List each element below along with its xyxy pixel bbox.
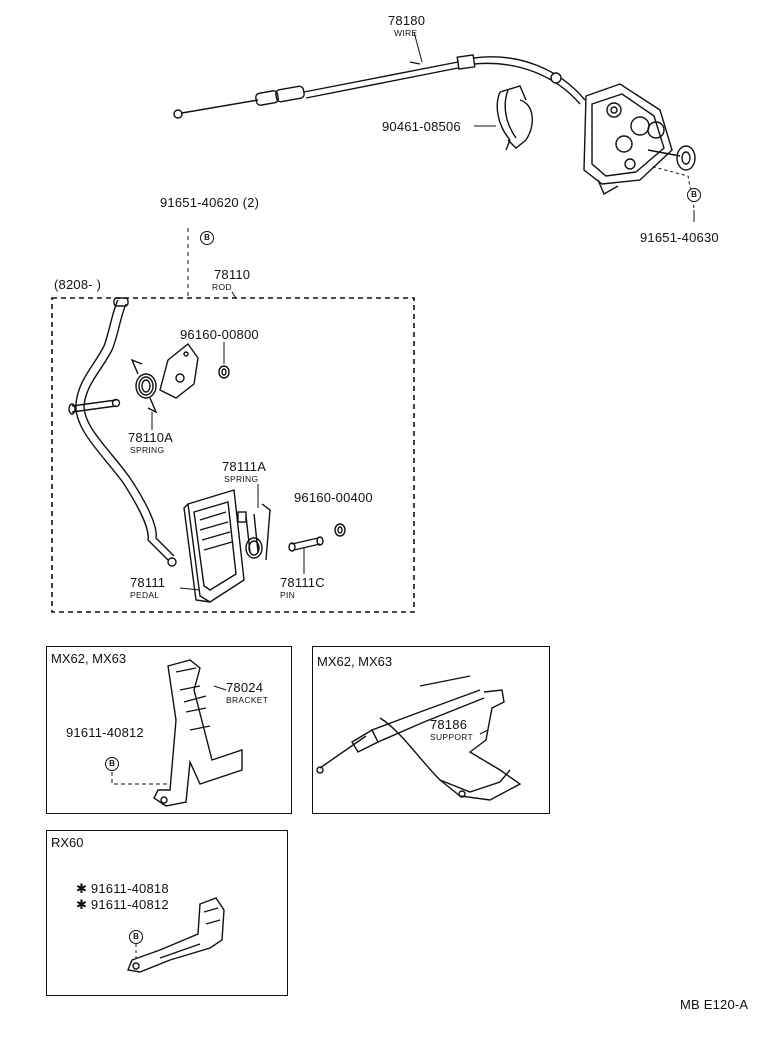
spring-b-part-number: 78111A (222, 459, 267, 474)
support-part-number: 78186 (430, 717, 468, 732)
inset-rx60-title: RX60 (51, 835, 84, 850)
ring-upper-part-number: 96160-00800 (180, 327, 259, 342)
serial-range-label: (8208- ) (54, 277, 102, 292)
ring-lower-part-number: 96160-00400 (294, 490, 373, 505)
accelerator-rod (75, 297, 177, 567)
bolt-marker-icon: B (200, 231, 214, 245)
inset-support-title: MX62, MX63 (317, 654, 393, 669)
spring-78110a (130, 358, 158, 414)
nut-top-part-number: 91651-40620 (2) (160, 195, 260, 210)
pedal-plate (159, 342, 199, 399)
bracket-part-number: 78024 (226, 680, 264, 695)
accelerator-pedal (183, 489, 245, 603)
inset-support-panel: MX62, MX63 (312, 646, 550, 814)
pin-part-name: PIN (280, 590, 296, 600)
pedal-pin (288, 536, 324, 574)
bolt-marker-icon: B (129, 930, 143, 944)
clamp-part-number: 90461-08506 (382, 119, 461, 134)
pin-part-number: 78111C (280, 575, 325, 590)
wire-clamp (496, 85, 533, 151)
rod-part-number: 78110 (214, 267, 251, 282)
figure-code: MB E120-A (680, 997, 749, 1012)
bolt-marker-icon: B (105, 757, 119, 771)
inset-rx60-panel: RX60 (46, 830, 288, 996)
rod-part-name: ROD (212, 282, 232, 292)
spring-a-part-name: SPRING (130, 445, 165, 455)
wire-part-name: WIRE (394, 28, 418, 38)
inset-bracket-title: MX62, MX63 (51, 651, 127, 666)
rx60-bolt-b-part-number: ✱ 91611-40812 (76, 897, 169, 912)
rx60-bracket (127, 897, 225, 973)
bracket-78024 (153, 659, 243, 807)
spring-b-part-name: SPRING (224, 474, 259, 484)
nut-right-part-number: 91651-40630 (640, 230, 719, 245)
pedal-part-name: PEDAL (130, 590, 160, 600)
pivot-shaft (68, 398, 121, 415)
inset-bracket-panel: MX62, MX63 (46, 646, 292, 814)
spring-78111a (237, 484, 271, 561)
bracket-part-name: BRACKET (226, 695, 269, 705)
accelerator-wire (173, 54, 586, 119)
pedal-part-number: 78111 (130, 575, 166, 590)
bolt-marker-icon: B (687, 188, 701, 202)
rx60-bolt-a-part-number: ✱ 91611-40818 (76, 881, 169, 896)
spring-a-part-number: 78110A (128, 430, 174, 445)
support-78186 (316, 675, 522, 801)
bracket-bolt-part-number: 91611-40812 (66, 725, 144, 740)
throttle-linkage (583, 83, 696, 195)
support-part-name: SUPPORT (430, 732, 474, 742)
wire-part-number: 78180 (388, 13, 426, 28)
